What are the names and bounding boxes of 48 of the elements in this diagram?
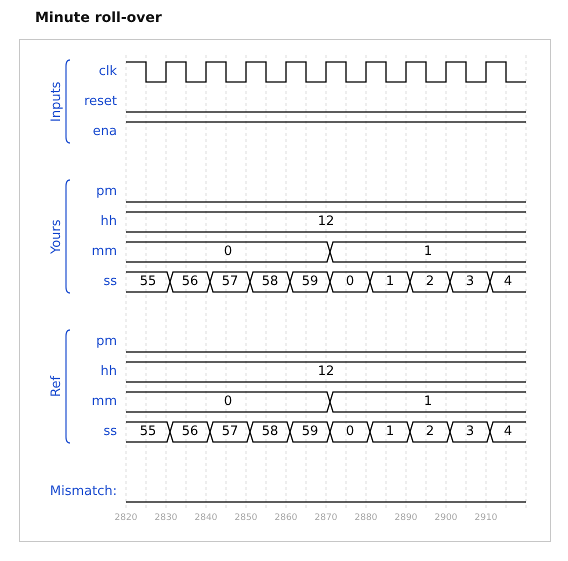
bus-value-segment: 3 [450, 422, 490, 442]
bus-value-segment: 0 [126, 242, 330, 262]
bus-value-segment: 58 [250, 272, 290, 292]
axis-tick-label: 2890 [394, 513, 418, 524]
bus-value-segment: 12 [126, 362, 526, 382]
bus-value-segment: 3 [450, 272, 490, 292]
axis-tick-label: 2840 [194, 513, 218, 524]
bus-value-segment: 12 [126, 212, 526, 232]
bus-value-segment: 0 [126, 392, 330, 412]
signal-name: pm [95, 334, 117, 350]
axis-tick-label: 2850 [234, 513, 258, 524]
axis-tick-label: 2910 [474, 513, 498, 524]
group-label: Ref [49, 376, 65, 397]
bus-value-segment: 59 [290, 422, 330, 442]
bus-value-segment: 2 [410, 272, 450, 292]
bus-value-segment: 55 [126, 422, 170, 442]
axis-tick-label: 2830 [154, 513, 178, 524]
signal-name: ss [102, 424, 117, 440]
axis-tick-label: 2820 [114, 513, 138, 524]
bus-value-segment: 4 [490, 272, 526, 292]
bus-value-segment: 4 [490, 422, 526, 442]
title: Minute roll-over [35, 10, 162, 26]
bus-value-segment: 1 [330, 242, 526, 262]
signal-name: ena [92, 124, 117, 140]
signal-name: mm [90, 394, 117, 410]
bus-value-segment: 1 [330, 392, 526, 412]
bus-value-segment: 1 [370, 422, 410, 442]
axis-tick-label: 2860 [274, 513, 298, 524]
bus-value-segment: 0 [330, 272, 370, 292]
signal-name: clk [98, 64, 117, 80]
bus-value-segment: 59 [290, 272, 330, 292]
bus-value-segment: 2 [410, 422, 450, 442]
group-label: Yours [49, 219, 65, 254]
signal-name: Mismatch: [48, 484, 117, 500]
bus-value-segment: 57 [210, 422, 250, 442]
bus-value-segment: 0 [330, 422, 370, 442]
signal-name: ss [102, 274, 117, 290]
bus-value-segment: 56 [170, 422, 210, 442]
group-label: Inputs [49, 81, 65, 122]
signal-name: pm [95, 184, 117, 200]
axis-tick-label: 2900 [434, 513, 458, 524]
bus-value-segment: 1 [370, 272, 410, 292]
bus-value-segment: 55 [126, 272, 170, 292]
bus-value-segment: 58 [250, 422, 290, 442]
bus-value-segment: 56 [170, 272, 210, 292]
axis-tick-label: 2880 [354, 513, 378, 524]
bus-value-segment: 57 [210, 272, 250, 292]
axis-tick-label: 2870 [314, 513, 338, 524]
